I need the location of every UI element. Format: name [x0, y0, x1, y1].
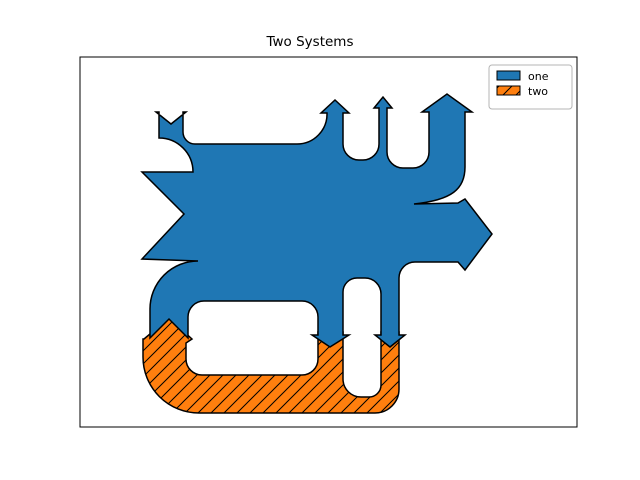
- plot-area-border: [79, 56, 578, 428]
- chart-title: Two Systems: [266, 34, 354, 50]
- legend-item-two: two: [496, 85, 548, 98]
- legend-swatch-two: [496, 85, 521, 96]
- legend-label-one: one: [528, 70, 549, 83]
- legend: one two: [488, 64, 573, 110]
- legend-swatch-one: [496, 70, 521, 81]
- system-one-shape: [140, 93, 493, 348]
- legend-label-two: two: [528, 85, 548, 98]
- sankey-system-one: [140, 93, 493, 348]
- legend-item-one: one: [496, 70, 549, 83]
